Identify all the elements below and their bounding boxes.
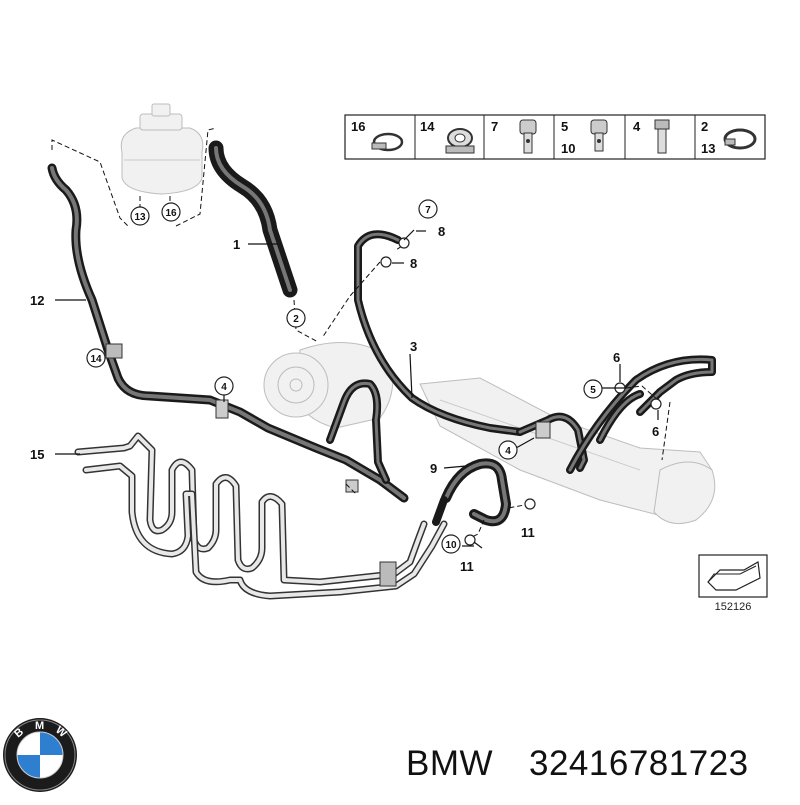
callout-10: 10 [445,540,457,551]
return-hose-9 [432,458,511,527]
washer-11-upper [524,498,536,510]
brand-name: BMW [406,744,493,783]
legend-7: 7 [491,119,498,134]
logo-letter-m: M [35,720,44,732]
callout-13: 13 [134,212,146,223]
callout-8-upper: 8 [438,224,445,239]
leader-lines [55,206,659,549]
hex-bolt-icon [654,119,670,154]
bracket-4-left [215,399,229,419]
banjo-bolt-icon [519,119,537,154]
bracket-4-right [535,421,551,439]
callout-11-lower: 11 [460,559,474,574]
callout-14: 14 [90,354,102,365]
callout-12: 12 [30,293,44,308]
legend-2: 2 [701,119,708,134]
callout-11-upper: 11 [521,525,535,540]
callout-2: 2 [293,314,299,325]
legend-16: 16 [351,119,365,134]
washer-11-lower [464,534,476,546]
reference-box: 152126 [698,554,768,613]
steering-rack [419,377,716,525]
callout-1: 1 [233,237,240,252]
callout-8-lower: 8 [410,256,417,271]
washer-8-upper [398,237,410,249]
power-steering-pump [263,341,394,429]
callout-6-upper: 6 [613,350,620,365]
callout-7: 7 [425,205,431,216]
legend-13: 13 [701,141,715,156]
washer-8-lower [380,256,392,268]
callout-16: 16 [165,208,177,219]
legend-4: 4 [633,119,641,134]
legend-10: 10 [561,141,575,156]
hose-clamp-icon [371,132,404,152]
pipe-clip-icon [445,128,475,154]
callout-15: 15 [30,447,44,462]
legend-5: 5 [561,119,568,134]
fluid-reservoir [120,103,204,195]
bmw-logo-icon: B M W [3,718,77,792]
return-line-12 [47,163,409,503]
rack-feed-lines [516,355,716,474]
callout-3: 3 [410,339,417,354]
callout-5: 5 [590,385,596,396]
banjo-bolt-short-icon [590,119,608,152]
part-number: 32416781723 [529,744,749,783]
clamp-band-icon [723,128,757,150]
legend-14: 14 [420,119,435,134]
direction-arrow-icon [707,561,761,591]
pressure-line-3 [354,230,524,436]
callout-6-lower: 6 [652,424,659,439]
washer-6 [650,398,662,410]
callout-4-left: 4 [221,382,227,393]
bracket-mount [345,479,359,493]
pump-outlet-line [326,379,390,484]
callout-4-right: 4 [505,446,511,457]
cooler-line-15 [74,432,448,600]
circled-callouts: 13 16 2 14 4 7 5 4 10 [86,199,603,554]
fastener-legend: 16 14 7 5 10 4 2 13 [344,114,766,160]
suction-hose-1 [208,140,298,298]
callout-9: 9 [430,461,437,476]
reference-number: 152126 [715,601,752,613]
